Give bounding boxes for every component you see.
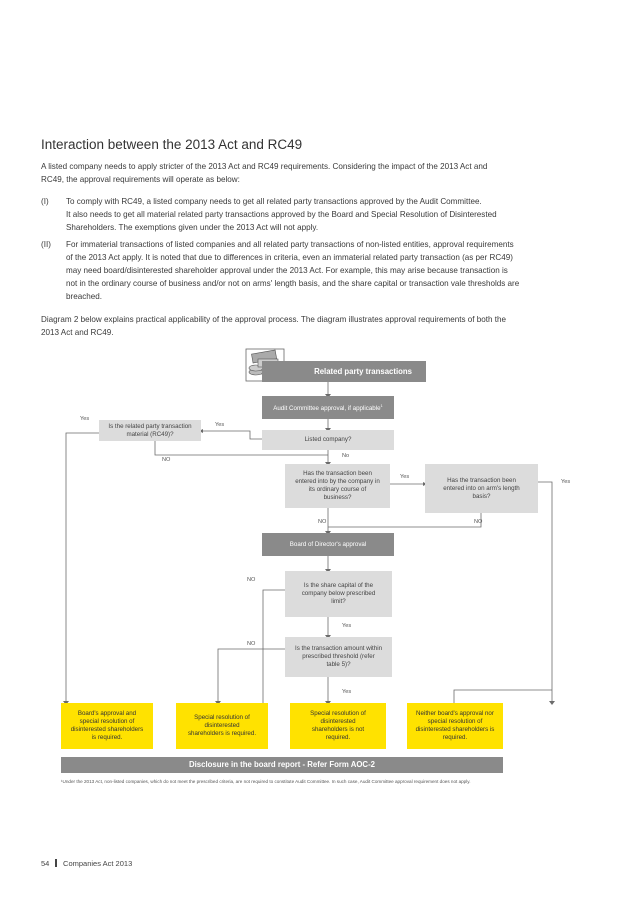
no-label: NO [247,577,256,583]
disclosure-bar: Disclosure in the board report - Refer F… [61,757,503,773]
outcome-neither-required: Neither board's approval nor special res… [407,703,503,749]
related-party-header: Related party transactions [262,361,426,382]
outcome-resolution-not-required: Special resolution of disinterested shar… [290,703,386,749]
no-label: NO [318,519,327,525]
footer-divider [55,859,57,867]
page-number: 54 [41,859,50,868]
outro-line: 2013 Act and RC49. [41,328,114,337]
audit-text: Audit Committee approval, if applicable [273,405,381,413]
point-line: may need board/disinterested shareholder… [66,266,508,275]
yes-label: Yes [342,689,352,695]
section-heading: Interaction between the 2013 Act and RC4… [41,137,303,152]
point-text: To comply with RC49, a listed company ne… [66,195,497,234]
intro-paragraph: A listed company needs to apply stricter… [41,160,487,186]
point-line: not in the ordinary course of business a… [66,279,520,288]
point-marker: (II) [41,240,51,249]
point-text: For immaterial transactions of listed co… [66,238,519,303]
yes-label: Yes [561,479,571,485]
intro-line: A listed company needs to apply stricter… [41,162,488,171]
point-line: For immaterial transactions of listed co… [66,240,514,249]
outcome-board-and-resolution: Board's approval and special resolution … [61,703,153,749]
footnote: ¹Under the 2013 Act, non-listed companie… [61,779,471,784]
no-label: NO [247,641,256,647]
transaction-amount-box: Is the transaction amount within prescri… [285,637,392,677]
yes-label: Yes [215,422,225,428]
share-capital-box: Is the share capital of the company belo… [285,571,392,617]
point-line: of the 2013 Act apply. It is noted that … [66,253,513,262]
point-line: To comply with RC49, a listed company ne… [66,197,482,206]
publication-title: Companies Act 2013 [63,859,133,868]
no-label: No [342,453,350,459]
material-question-box: Is the related party transaction materia… [99,420,201,441]
ordinary-course-box: Has the transaction been entered into by… [285,464,390,508]
listed-question-box: Listed company? [262,430,394,450]
outro-line: Diagram 2 below explains practical appli… [41,315,507,324]
board-approval-box: Board of Director's approval [262,533,394,556]
yes-label: Yes [342,623,352,629]
yes-label: Yes [80,416,90,422]
intro-line: RC49, the approval requirements will ope… [41,175,240,184]
arms-length-box: Has the transaction been entered into on… [425,464,538,513]
audit-committee-box: Audit Committee approval, if applicable1 [262,396,394,419]
point-line: breached. [66,292,102,301]
yes-label: Yes [400,474,410,480]
point-line: Shareholders. The exemptions given under… [66,223,319,232]
point-line: It also needs to get all material relate… [66,210,497,219]
outcome-special-resolution: Special resolution of disinterested shar… [176,703,268,749]
no-label: NO [162,457,171,463]
audit-footnote-ref: 1 [380,402,383,408]
page-footer: 54 Companies Act 2013 [41,859,132,868]
no-label: NO [474,519,483,525]
outro-paragraph: Diagram 2 below explains practical appli… [41,313,506,339]
point-marker: (I) [41,197,49,206]
